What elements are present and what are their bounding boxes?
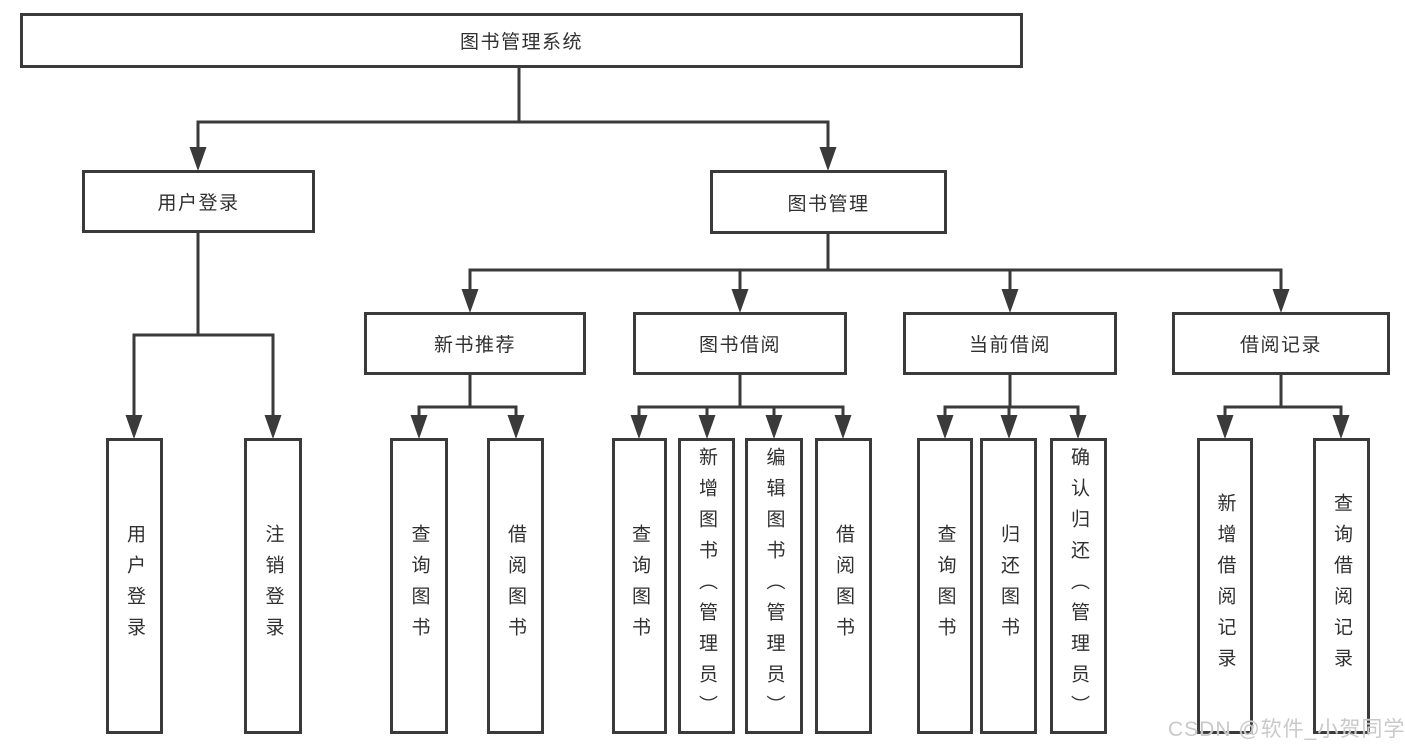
csdn-watermark: CSDN @软件_小贺同学 — [1168, 718, 1405, 741]
node-root-library-system: 图书管理系统 — [20, 13, 1023, 68]
leaf-edit-books-admin: 编辑图书（管理员） — [745, 438, 803, 734]
leaf-add-books-admin: 新增图书（管理员） — [678, 438, 735, 734]
leaf-add-borrow-record: 新增借阅记录 — [1197, 438, 1253, 734]
node-book-management: 图书管理 — [710, 170, 947, 234]
node-new-book-recommend: 新书推荐 — [364, 312, 586, 375]
arrowheads — [125, 147, 1350, 439]
node-borrow-records: 借阅记录 — [1172, 312, 1390, 375]
leaf-borrow-books: 借阅图书 — [815, 438, 872, 734]
node-book-borrowing: 图书借阅 — [633, 312, 847, 375]
leaf-query-borrow-record: 查询借阅记录 — [1313, 438, 1370, 734]
connector-strokes — [132, 68, 1343, 427]
leaf-query-books-borrowing: 查询图书 — [612, 438, 667, 734]
leaf-query-books-current: 查询图书 — [917, 438, 973, 734]
leaf-borrow-books-recommend: 借阅图书 — [487, 438, 544, 734]
node-user-login: 用户登录 — [82, 170, 315, 233]
leaf-user-login: 用户登录 — [106, 438, 163, 734]
node-current-borrowing: 当前借阅 — [903, 312, 1117, 375]
leaf-return-books: 归还图书 — [980, 438, 1037, 734]
leaf-logout: 注销登录 — [244, 438, 302, 734]
leaf-query-books-recommend: 查询图书 — [390, 438, 448, 734]
leaf-confirm-return-admin: 确认归还（管理员） — [1050, 438, 1107, 734]
